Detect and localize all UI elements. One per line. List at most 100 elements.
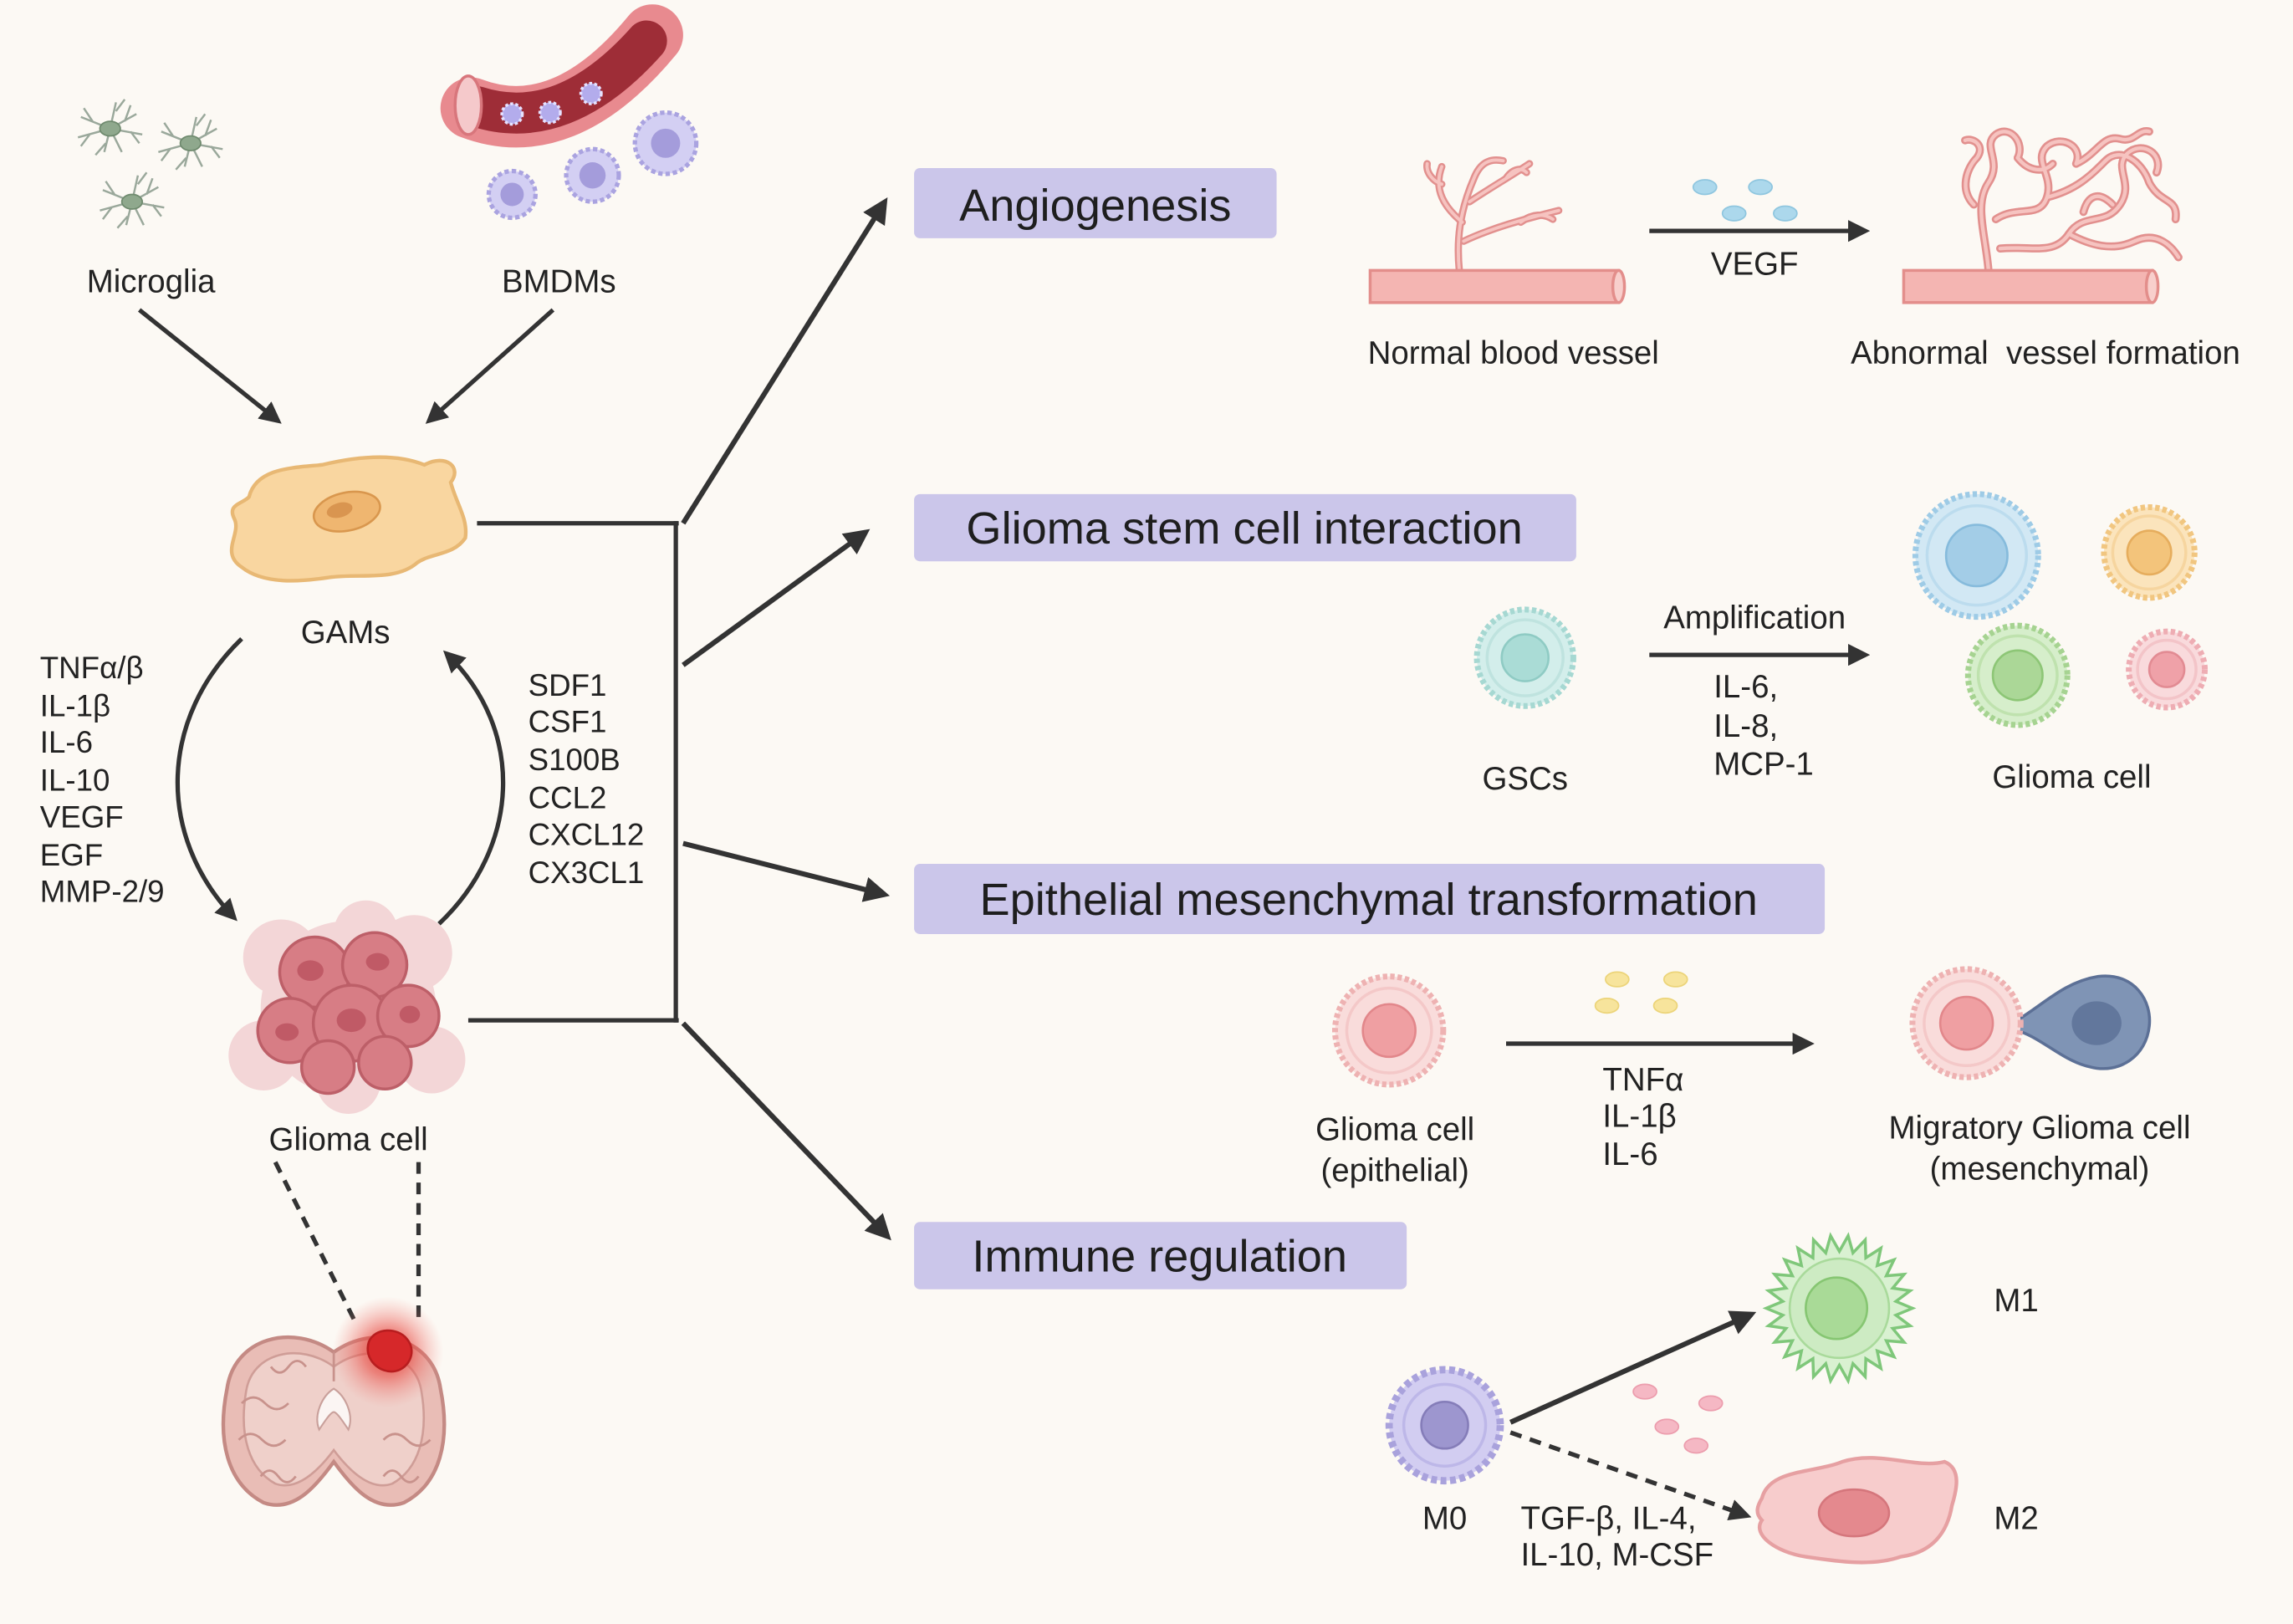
tumor-cell — [357, 1034, 413, 1090]
glioma-cluster-nuclei — [275, 952, 421, 1041]
factor-item: CSF1 — [529, 705, 607, 739]
cell-nucleus — [1938, 995, 1994, 1051]
normal-blood-vessel-icon — [1368, 160, 1627, 304]
amplification-label: Amplification — [1663, 600, 1846, 636]
cytokine-molecule-icon — [1594, 997, 1620, 1014]
tumor-mass — [366, 1329, 413, 1373]
tumor-cell-nucleus — [365, 952, 390, 971]
microglia-to-gams-arrow — [138, 308, 282, 424]
cytokine-molecule-icon — [1683, 1438, 1709, 1454]
factor-item: S100B — [529, 743, 620, 777]
angiogenesis-title-box — [914, 168, 1277, 238]
glioma-to-gam-factor-list: SDF1 CSF1 S100B CCL2 CXCL12 CX3CL1 — [529, 668, 645, 890]
bmdm-cell-icon — [632, 110, 699, 176]
m1-cell-nucleus — [1805, 1276, 1869, 1341]
vessel-open-end — [453, 74, 483, 136]
brain-fold — [259, 1469, 297, 1484]
immune-title: Immune regulation — [972, 1232, 1347, 1282]
glioma-cell-orange-icon — [2101, 504, 2198, 601]
migratory-glioma-cell-icon — [1909, 966, 2152, 1080]
factor-item: IL-10 — [40, 763, 110, 798]
migratory-cell-body — [1909, 966, 2024, 1080]
factor-item: SDF1 — [529, 668, 607, 702]
cell-nucleus — [1991, 649, 2044, 702]
epithelial-glioma-cell-icon — [1331, 973, 1447, 1088]
factor-item: CXCL12 — [529, 817, 645, 851]
circulating-monocyte-icon — [579, 81, 603, 105]
brain-fold — [382, 1432, 432, 1448]
emt-factor-item: IL-6 — [1602, 1136, 1657, 1172]
circulating-monocyte-icon — [500, 102, 524, 126]
m2-macrophage-icon — [1755, 1456, 1958, 1565]
gsc-factor-item: MCP-1 — [1713, 746, 1814, 782]
m2-factor-item: IL-10, M-CSF — [1520, 1537, 1713, 1573]
m1-macrophage-icon — [1762, 1232, 1917, 1385]
cytokine-molecule-icon — [1654, 1418, 1680, 1435]
vessel-lumen — [456, 20, 667, 134]
vegf-molecule-icon — [1692, 179, 1718, 196]
glioma-cell-group-label: Glioma cell — [1992, 759, 2151, 795]
bmdm-label: BMDMs — [502, 264, 616, 300]
m2-cell-nucleus — [1817, 1488, 1891, 1538]
factor-item: IL-6 — [40, 725, 93, 759]
glioma-to-gams-curved-arrow — [437, 650, 506, 926]
to-emt-arrow — [682, 840, 891, 902]
glioma-cell-pink-icon — [2126, 628, 2209, 711]
m1-label: M1 — [1994, 1283, 2038, 1319]
bmdm-blood-vessel — [440, 4, 683, 148]
cell-nucleus — [1500, 633, 1550, 682]
cell-cytoplasm-ring — [1976, 634, 2059, 717]
circulating-monocyte-icon — [538, 100, 562, 125]
cell-nucleus — [651, 128, 681, 158]
bmdm-cell-icon — [564, 146, 621, 204]
vegf-molecule-icon — [1721, 205, 1747, 222]
microglia-label: Microglia — [87, 264, 216, 300]
angiogenesis-title: Angiogenesis — [959, 181, 1231, 231]
emt-factor-item: IL-1β — [1602, 1099, 1676, 1135]
factor-item: VEGF — [40, 799, 124, 834]
cytokine-molecule-icon — [1662, 971, 1688, 988]
vegf-molecule-icon — [1773, 205, 1798, 222]
brain-ventricles — [316, 1387, 351, 1432]
m0-label: M0 — [1422, 1500, 1467, 1536]
zoom-dashed-line — [273, 1161, 358, 1325]
cytokine-molecule-icon — [1632, 1383, 1657, 1400]
factor-item: EGF — [40, 838, 103, 872]
m0-to-m2-dashed-arrow — [1509, 1430, 1752, 1521]
abnormal-vessel-label: Abnormal vessel formation — [1851, 335, 2240, 371]
to-immune-arrow — [681, 1021, 891, 1241]
to-angiogenesis-arrow — [681, 197, 888, 525]
gams-label: GAMs — [301, 615, 391, 651]
factor-item: IL-1β — [40, 689, 110, 723]
cell-nucleus — [2126, 529, 2173, 576]
cell-nucleus — [2147, 651, 2186, 688]
brain-coronal-icon — [221, 1296, 447, 1507]
emt-factor-item: TNFα — [1602, 1062, 1683, 1098]
emt-cytokine-droplets — [1594, 971, 1688, 1014]
migratory-cell-sublabel: (mesenchymal) — [1930, 1152, 2150, 1187]
emt-title: Epithelial mesenchymal transformation — [980, 875, 1758, 925]
bmdm-to-gams-arrow — [425, 308, 555, 424]
bmdm-cell-icon — [486, 168, 538, 221]
vegf-droplets — [1692, 179, 1798, 222]
immune-cytokine-droplets — [1632, 1383, 1724, 1454]
cell-cytoplasm-ring — [1402, 1382, 1488, 1468]
emt-title-box — [914, 864, 1826, 934]
brain-fold — [241, 1396, 289, 1411]
abnormal-vessel-icon — [1902, 131, 2178, 304]
brain-fold — [382, 1469, 420, 1484]
cell-nucleus — [1944, 523, 2009, 588]
tumor-cell-nucleus — [297, 960, 324, 981]
cytokine-molecule-icon — [1604, 971, 1630, 988]
m2-label: M2 — [1994, 1500, 2038, 1536]
cell-nucleus — [1420, 1400, 1469, 1450]
migratory-cell-protrusion-nucleus — [2071, 1001, 2122, 1045]
m0-macrophage-icon — [1385, 1366, 1504, 1485]
cell-cytoplasm-ring — [2136, 638, 2198, 701]
gsc-title-box — [914, 493, 1576, 562]
cell-nucleus — [500, 182, 524, 207]
cell-cytoplasm-ring — [2111, 514, 2188, 591]
gsc-factor-item: IL-8, — [1713, 708, 1778, 744]
glioma-cell-blue-icon — [1912, 491, 2041, 620]
